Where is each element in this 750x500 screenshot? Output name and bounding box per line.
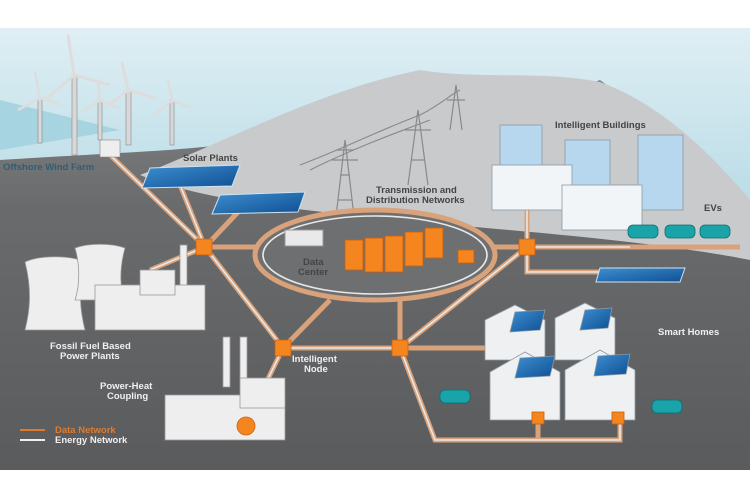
evs [439,224,731,414]
intelligent-node [391,339,409,357]
power-heat-plant [164,336,286,441]
label-power-heat-line1: Power-Heat [100,381,153,392]
label-smart-homes: Smart Homes [658,327,719,338]
label-intelligent-buildings: Intelligent Buildings [555,120,646,131]
label-intelligent-node-line2: Node [304,364,328,375]
intelligent-buildings [491,124,684,231]
label-data-center-line2: Center [298,267,328,278]
label-fossil-line1: Fossil Fuel Based [50,341,131,352]
legend: Data Network Energy Network [20,425,128,446]
intelligent-node [274,339,292,357]
solar-plants [141,164,686,283]
label-solar-plants: Solar Plants [183,153,238,164]
label-transmission-line2: Distribution Networks [366,195,465,206]
label-power-heat-line2: Coupling [107,391,148,402]
transmission-towers [299,84,465,226]
intelligent-nodes [195,238,625,425]
label-evs: EVs [704,203,722,214]
legend-data-network-label: Data Network [55,425,116,436]
intelligent-node [195,238,213,256]
label-offshore-wind-farm: Offshore Wind Farm [3,162,94,173]
intelligent-node [611,411,625,425]
label-transmission-line1: Transmission and [376,185,457,196]
sky [0,28,750,210]
sea [0,100,120,150]
data-center [284,227,475,273]
label-intelligent-node-line1: Intelligent [292,354,338,365]
intelligent-node [518,238,536,256]
fossil-fuel-plants [24,243,206,331]
intelligent-node [531,411,545,425]
wind-turbines [17,34,191,158]
label-fossil-line2: Power Plants [60,351,120,362]
legend-energy-network-label: Energy Network [55,435,128,446]
smart-homes [484,302,636,421]
label-data-center-line1: Data [303,257,324,268]
